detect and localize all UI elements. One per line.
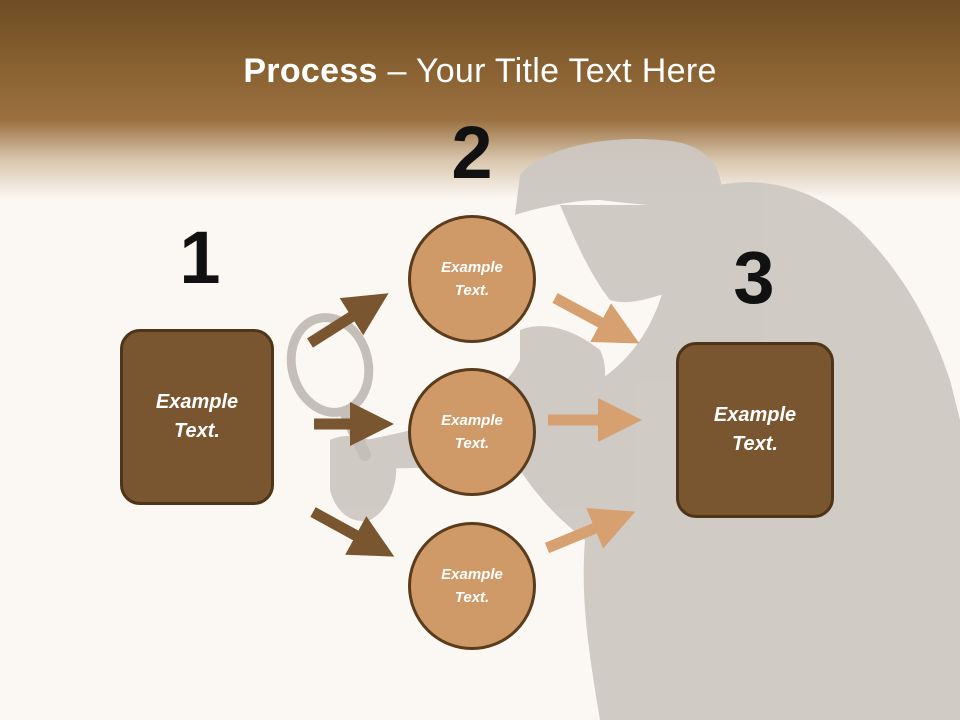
arrow-to-circle-1: [307, 293, 389, 348]
source-box: Example Text.: [120, 329, 274, 505]
step-number-2: 2: [451, 111, 493, 194]
title-rest: – Your Title Text Here: [377, 52, 717, 90]
target-box: Example Text.: [676, 342, 834, 518]
arrow-to-circle-3: [310, 507, 395, 557]
middle-circle-3-text: Example Text.: [441, 566, 503, 606]
step-number-1: 1: [179, 216, 221, 299]
slide-title: Process – Your Title Text Here: [0, 52, 960, 91]
middle-circle-2-text: Example Text.: [441, 412, 503, 452]
target-box-text: Example Text.: [713, 404, 797, 455]
middle-circle-3: Example Text.: [408, 522, 536, 650]
arrow-from-circle-1: [552, 293, 640, 344]
middle-circle-1-text: Example Text.: [441, 259, 503, 299]
arrow-from-circle-3: [544, 508, 636, 554]
source-box-text: Example Text.: [155, 391, 239, 442]
header-band: [0, 0, 960, 200]
step-number-3: 3: [733, 236, 775, 319]
title-bold: Process: [243, 52, 378, 90]
middle-circle-1: Example Text.: [408, 215, 536, 343]
middle-circle-2: Example Text.: [408, 368, 536, 496]
